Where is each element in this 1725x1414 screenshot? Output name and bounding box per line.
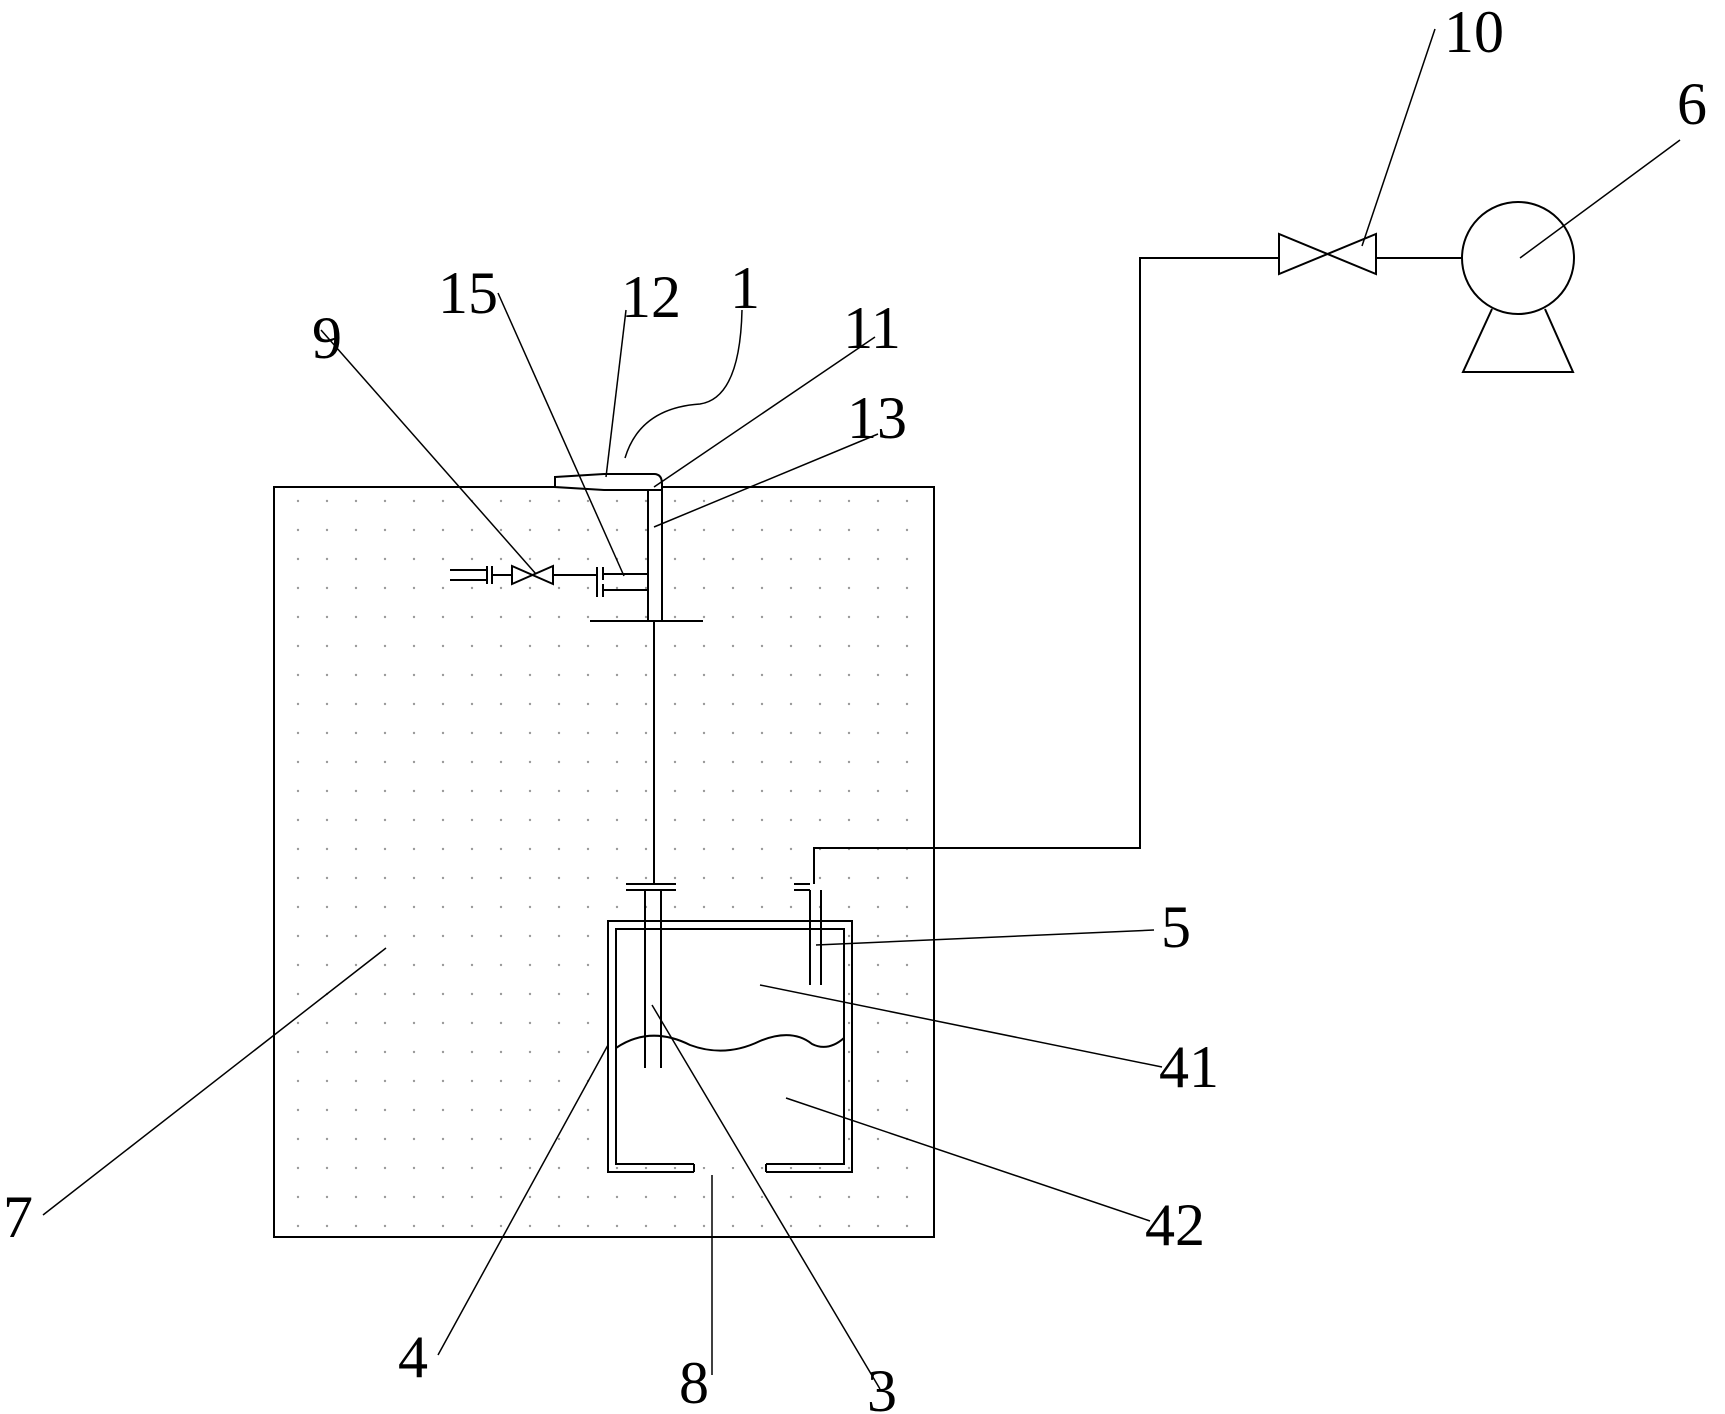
- label-41: 41: [1159, 1034, 1219, 1100]
- top-fixture: [450, 473, 703, 622]
- label-12: 12: [621, 264, 681, 330]
- label-9: 9: [312, 305, 342, 371]
- valve-icon: [1278, 232, 1462, 276]
- label-11: 11: [843, 295, 901, 361]
- label-13: 13: [847, 385, 907, 451]
- inlet-pipe: [626, 621, 676, 1068]
- part-labels: 1 3 4 5 6 7 8 9 10 11 12 13 15 41 42: [3, 0, 1707, 1414]
- leader-lines: [42, 28, 1681, 1390]
- label-10: 10: [1444, 0, 1504, 65]
- cap: [554, 473, 663, 491]
- label-4: 4: [398, 1324, 428, 1390]
- label-15: 15: [438, 260, 498, 326]
- label-42: 42: [1145, 1192, 1205, 1258]
- label-6: 6: [1677, 71, 1707, 137]
- label-7: 7: [3, 1184, 33, 1250]
- outlet-pipe: [794, 257, 1279, 985]
- pump-icon: [1461, 201, 1575, 373]
- label-1: 1: [730, 255, 760, 321]
- label-5: 5: [1161, 894, 1191, 960]
- label-8: 8: [679, 1350, 709, 1414]
- label-3: 3: [867, 1358, 897, 1414]
